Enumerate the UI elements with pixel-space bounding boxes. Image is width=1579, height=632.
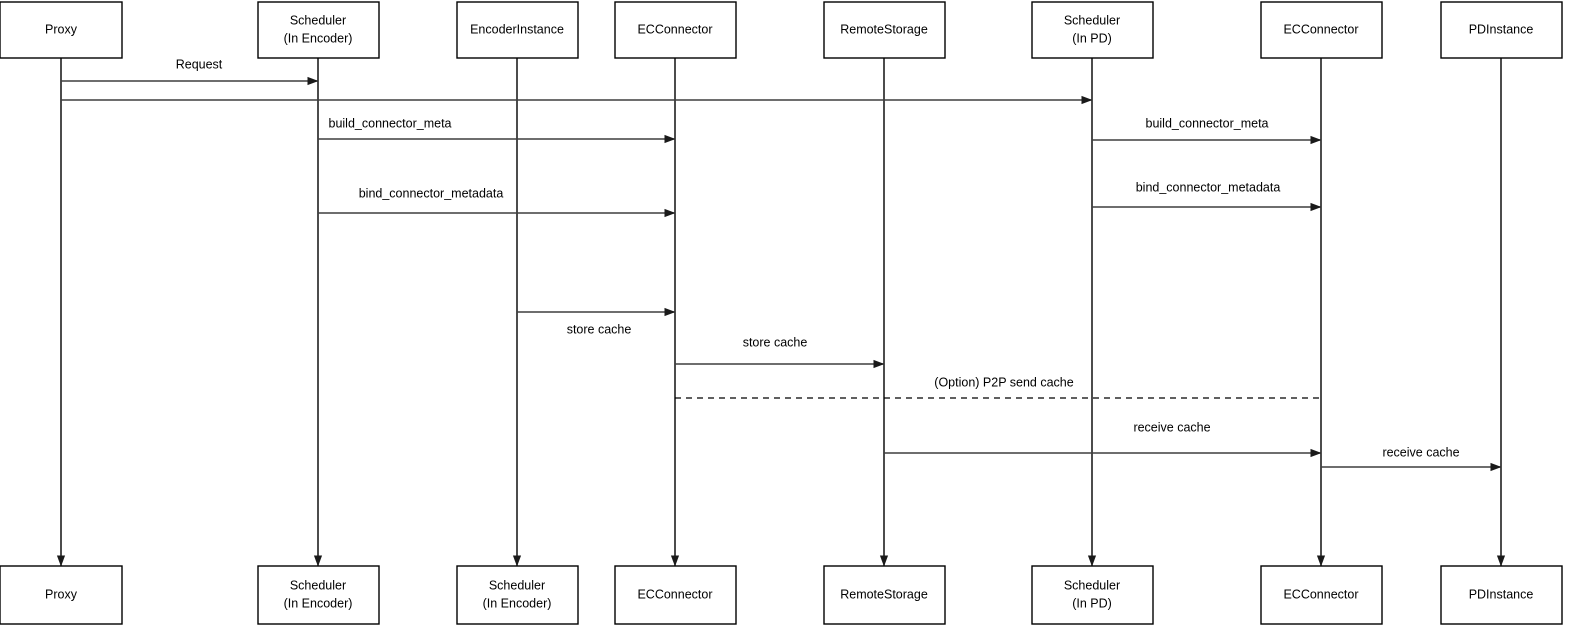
participant-box-encoder_inst-bottom[interactable]: Scheduler (In Encoder) — [456, 565, 579, 625]
message-label-m3: build_connector_meta — [329, 116, 452, 130]
participant-label-secondary: (In Encoder) — [284, 31, 353, 45]
message-label-m1: Request — [176, 57, 223, 71]
participant-box-remote_storage-bottom[interactable]: RemoteStorage — [823, 565, 946, 625]
message-label-m8: store cache — [743, 335, 808, 349]
participant-label-primary: PDInstance — [1469, 22, 1534, 36]
participant-box-proxy-top[interactable]: Proxy — [0, 1, 123, 59]
participant-box-encoder_inst-top[interactable]: EncoderInstance — [456, 1, 579, 59]
message-m3[interactable]: build_connector_meta — [318, 116, 676, 144]
message-m8[interactable]: store cache — [675, 335, 885, 369]
participant-label-secondary: (In PD) — [1072, 31, 1112, 45]
participant-box-sched_pd-top[interactable]: Scheduler (In PD) — [1031, 1, 1154, 59]
participant-label-primary: PDInstance — [1469, 587, 1534, 601]
message-label-m5: bind_connector_metadata — [359, 186, 504, 200]
participant-label-primary: EncoderInstance — [470, 22, 564, 36]
message-m11[interactable]: receive cache — [1321, 445, 1502, 472]
message-label-m11: receive cache — [1382, 445, 1459, 459]
participant-box-pd_instance-bottom[interactable]: PDInstance — [1440, 565, 1563, 625]
participant-label-secondary: (In PD) — [1072, 596, 1112, 610]
message-label-m7: store cache — [567, 322, 632, 336]
participant-box-pd_instance-top[interactable]: PDInstance — [1440, 1, 1563, 59]
participant-box-ec_connector_1-top[interactable]: ECConnector — [614, 1, 737, 59]
message-m4[interactable]: build_connector_meta — [1092, 116, 1322, 145]
participant-label-primary: Scheduler — [489, 578, 545, 592]
participant-box-sched_pd-bottom[interactable]: Scheduler (In PD) — [1031, 565, 1154, 625]
participant-label-primary: Proxy — [45, 22, 78, 36]
message-m1[interactable]: Request — [61, 57, 319, 86]
message-label-m10: receive cache — [1133, 420, 1210, 434]
message-label-m9: (Option) P2P send cache — [934, 375, 1073, 389]
participant-label-secondary: (In Encoder) — [483, 596, 552, 610]
messages-group: Request build_connector_meta build_connect… — [61, 57, 1502, 472]
participant-box-sched_encoder-bottom[interactable]: Scheduler (In Encoder) — [257, 565, 380, 625]
lifelines-group — [56, 58, 1506, 567]
message-m9[interactable]: (Option) P2P send cache — [675, 375, 1321, 399]
message-m6[interactable]: bind_connector_metadata — [1092, 180, 1322, 212]
message-m7[interactable]: store cache — [517, 307, 676, 336]
participant-box-sched_encoder-top[interactable]: Scheduler (In Encoder) — [257, 1, 380, 59]
participant-box-proxy-bottom[interactable]: Proxy — [0, 565, 123, 625]
message-m5[interactable]: bind_connector_metadata — [318, 186, 676, 218]
participant-box-ec_connector_1-bottom[interactable]: ECConnector — [614, 565, 737, 625]
message-label-m4: build_connector_meta — [1146, 116, 1269, 130]
participant-label-primary: ECConnector — [1283, 587, 1358, 601]
participant-label-primary: Scheduler — [290, 13, 346, 27]
participant-box-ec_connector_2-top[interactable]: ECConnector — [1260, 1, 1383, 59]
participant-label-primary: ECConnector — [1283, 22, 1358, 36]
participant-label-primary: Scheduler — [1064, 578, 1120, 592]
top-participant-boxes: Proxy Scheduler (In Encoder) EncoderInstanc… — [0, 1, 1563, 59]
message-label-m6: bind_connector_metadata — [1136, 180, 1281, 194]
participant-label-primary: RemoteStorage — [840, 22, 928, 36]
participant-label-primary: Proxy — [45, 587, 78, 601]
participant-label-secondary: (In Encoder) — [284, 596, 353, 610]
participant-box-ec_connector_2-bottom[interactable]: ECConnector — [1260, 565, 1383, 625]
participant-label-primary: Scheduler — [290, 578, 346, 592]
participant-label-primary: ECConnector — [637, 587, 712, 601]
bottom-participant-boxes: Proxy Scheduler (In Encoder) Scheduler (In E… — [0, 565, 1563, 625]
participant-label-primary: RemoteStorage — [840, 587, 928, 601]
message-m10[interactable]: receive cache — [884, 420, 1322, 458]
participant-label-primary: Scheduler — [1064, 13, 1120, 27]
participant-box-remote_storage-top[interactable]: RemoteStorage — [823, 1, 946, 59]
participant-label-primary: ECConnector — [637, 22, 712, 36]
